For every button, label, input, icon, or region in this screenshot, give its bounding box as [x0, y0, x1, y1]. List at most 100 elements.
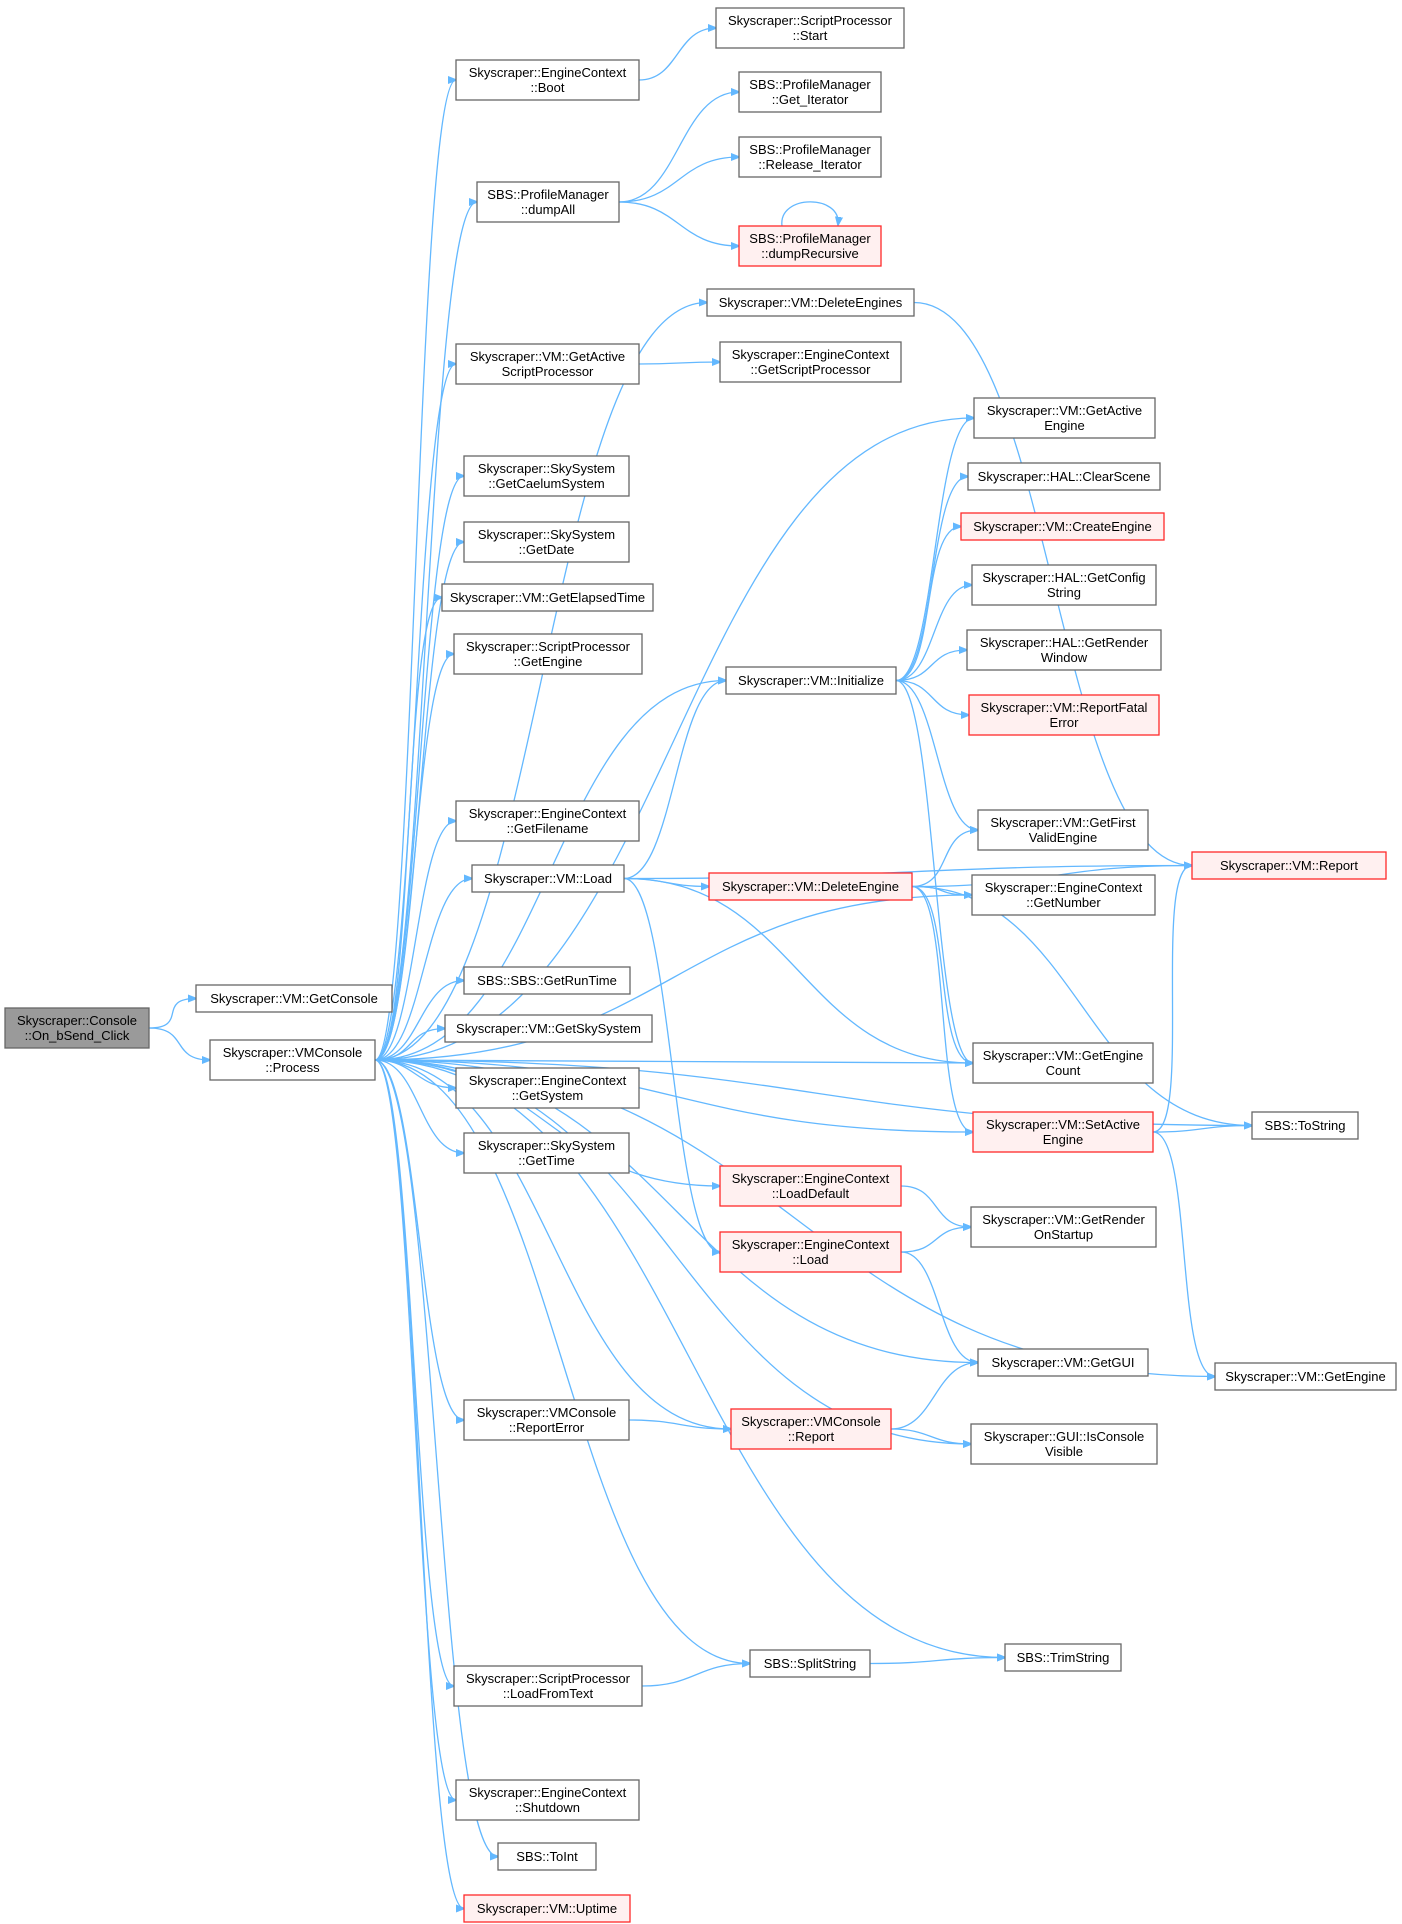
node-ec-getsp[interactable]: Skyscraper::EngineContext::GetScriptProc… [719, 341, 902, 383]
node-vm-getengine[interactable]: Skyscraper::VM::GetEngine [1214, 1362, 1397, 1391]
node-sp-getengine[interactable]: Skyscraper::ScriptProcessor::GetEngine [453, 633, 643, 675]
edge-pm_dumpall-to-pm_dumprecursive [618, 201, 739, 246]
node-pm-getiterator[interactable]: SBS::ProfileManager::Get_Iterator [738, 71, 882, 113]
node-sp-loadfromtext[interactable]: Skyscraper::ScriptProcessor::LoadFromTex… [453, 1665, 643, 1707]
node-box [738, 225, 882, 267]
edge-vmconsole_process-to-vmconsole_reporterror [374, 1059, 464, 1420]
node-sbs-splitstring[interactable]: SBS::SplitString [749, 1649, 871, 1678]
node-vm-getskysystem[interactable]: Skyscraper::VM::GetSkySystem [444, 1014, 653, 1043]
node-box [738, 71, 882, 113]
node-label: Skyscraper::VM::GetRender [982, 1212, 1145, 1227]
node-box [970, 1206, 1157, 1248]
node-ec-getsystem[interactable]: Skyscraper::EngineContext::GetSystem [455, 1067, 640, 1109]
node-label: SBS::ProfileManager [487, 187, 609, 202]
node-label: ::GetDate [519, 542, 575, 557]
edge-vm_deleteengine-to-vm_getfirstvalidengine [911, 830, 978, 888]
edge-vmconsole_process-to-sp_getengine [374, 654, 454, 1061]
node-sbs-toint[interactable]: SBS::ToInt [497, 1842, 597, 1871]
node-box [444, 1014, 653, 1043]
node-sp-start[interactable]: Skyscraper::ScriptProcessor::Start [715, 7, 905, 49]
node-box [738, 136, 882, 178]
node-sky-gettime[interactable]: Skyscraper::SkySystem::GetTime [463, 1132, 630, 1174]
edge-pm_dumpall-to-pm_getiterator [618, 92, 739, 203]
node-vm-deleteengines[interactable]: Skyscraper::VM::DeleteEngines [706, 288, 915, 317]
node-vm-getgui[interactable]: Skyscraper::VM::GetGUI [977, 1348, 1149, 1377]
node-console-on-bsend-click[interactable]: Skyscraper::Console::On_bSend_Click [4, 1007, 150, 1049]
node-vm-uptime[interactable]: Skyscraper::VM::Uptime [463, 1894, 631, 1923]
node-ec-getfilename[interactable]: Skyscraper::EngineContext::GetFilename [455, 800, 640, 842]
node-box [973, 397, 1156, 439]
node-vmconsole-process[interactable]: Skyscraper::VMConsole::Process [209, 1039, 376, 1081]
node-label: ::Get_Iterator [772, 92, 849, 107]
edge-vm_setactiveengine-to-sbs_tostring [1152, 1126, 1252, 1133]
node-sbs-tostring[interactable]: SBS::ToString [1251, 1111, 1359, 1140]
node-label: Skyscraper::VMConsole [741, 1414, 880, 1429]
node-vm-initialize[interactable]: Skyscraper::VM::Initialize [725, 666, 897, 695]
node-ec-boot[interactable]: Skyscraper::EngineContext::Boot [455, 59, 640, 101]
node-vm-deleteengine[interactable]: Skyscraper::VM::DeleteEngine [708, 872, 913, 901]
node-pm-dumpall[interactable]: SBS::ProfileManager::dumpAll [476, 181, 620, 223]
node-vmconsole-reporterror[interactable]: Skyscraper::VMConsole::ReportError [463, 1399, 630, 1441]
node-sbs-getruntime[interactable]: SBS::SBS::GetRunTime [463, 966, 631, 995]
node-box [1191, 851, 1387, 880]
node-sky-getdate[interactable]: Skyscraper::SkySystem::GetDate [463, 521, 630, 563]
node-box [1251, 1111, 1359, 1140]
node-vmconsole-report[interactable]: Skyscraper::VMConsole::Report [730, 1408, 892, 1450]
node-label: ::Boot [531, 80, 565, 95]
node-vm-load[interactable]: Skyscraper::VM::Load [471, 864, 625, 893]
node-vm-report[interactable]: Skyscraper::VM::Report [1191, 851, 1387, 880]
node-vm-createengine[interactable]: Skyscraper::VM::CreateEngine [960, 512, 1165, 541]
node-label: Visible [1045, 1444, 1083, 1459]
node-label: Skyscraper::VM::GetActive [987, 403, 1142, 418]
node-label: Skyscraper::VM::ReportFatal [981, 700, 1148, 715]
edge-vmconsole_process-to-sky_getcaelum [374, 476, 464, 1061]
edge-console_on_bsend_click-to-vmconsole_process [148, 1027, 210, 1060]
node-ec-load[interactable]: Skyscraper::EngineContext::Load [719, 1231, 902, 1273]
node-box [455, 1067, 640, 1109]
node-label: OnStartup [1034, 1227, 1093, 1242]
node-label: Skyscraper::VM::GetFirst [990, 815, 1136, 830]
node-ec-loaddefault[interactable]: Skyscraper::EngineContext::LoadDefault [719, 1165, 902, 1207]
node-hal-clearscene[interactable]: Skyscraper::HAL::ClearScene [967, 462, 1161, 491]
node-sky-getcaelum[interactable]: Skyscraper::SkySystem::GetCaelumSystem [463, 455, 630, 497]
node-label: SBS::ProfileManager [749, 142, 871, 157]
node-vm-getelapsed[interactable]: Skyscraper::VM::GetElapsedTime [441, 583, 654, 612]
node-label: Skyscraper::HAL::GetRender [980, 635, 1149, 650]
node-label: Skyscraper::HAL::GetConfig [982, 570, 1145, 585]
node-ec-shutdown[interactable]: Skyscraper::EngineContext::Shutdown [455, 1779, 640, 1821]
node-vm-getconsole[interactable]: Skyscraper::VM::GetConsole [195, 984, 393, 1013]
edge-vmconsole_process-to-vm_load [374, 879, 472, 1061]
node-label: Skyscraper::EngineContext [469, 65, 627, 80]
node-label: Skyscraper::EngineContext [469, 1073, 627, 1088]
edge-vm_deleteengine-to-vm_getenginecount [911, 885, 973, 1064]
node-label: Skyscraper::EngineContext [732, 347, 890, 362]
node-box [971, 874, 1156, 916]
edge-vm_getactive_sp-to-ec_getsp [638, 362, 720, 364]
node-box [719, 341, 902, 383]
node-label: ::Load [792, 1252, 828, 1267]
node-sbs-trimstring[interactable]: SBS::TrimString [1004, 1643, 1122, 1672]
node-box [476, 181, 620, 223]
node-box [977, 809, 1149, 851]
node-box [463, 1399, 630, 1441]
node-pm-releaseiterator[interactable]: SBS::ProfileManager::Release_Iterator [738, 136, 882, 178]
node-ec-getnumber[interactable]: Skyscraper::EngineContext::GetNumber [971, 874, 1156, 916]
edge-vmconsole_process-to-ec_getfilename [374, 821, 456, 1061]
edge-vmconsole_process-to-ec_getnumber [374, 895, 972, 1061]
node-box [441, 583, 654, 612]
edge-vmconsole_process-to-sbs_toint [374, 1059, 498, 1857]
node-label: ::GetTime [518, 1153, 575, 1168]
edge-vm_deleteengine-to-vm_setactiveengine [911, 885, 973, 1133]
node-pm-dumprecursive[interactable]: SBS::ProfileManager::dumpRecursive [738, 225, 882, 267]
node-box [966, 629, 1162, 671]
